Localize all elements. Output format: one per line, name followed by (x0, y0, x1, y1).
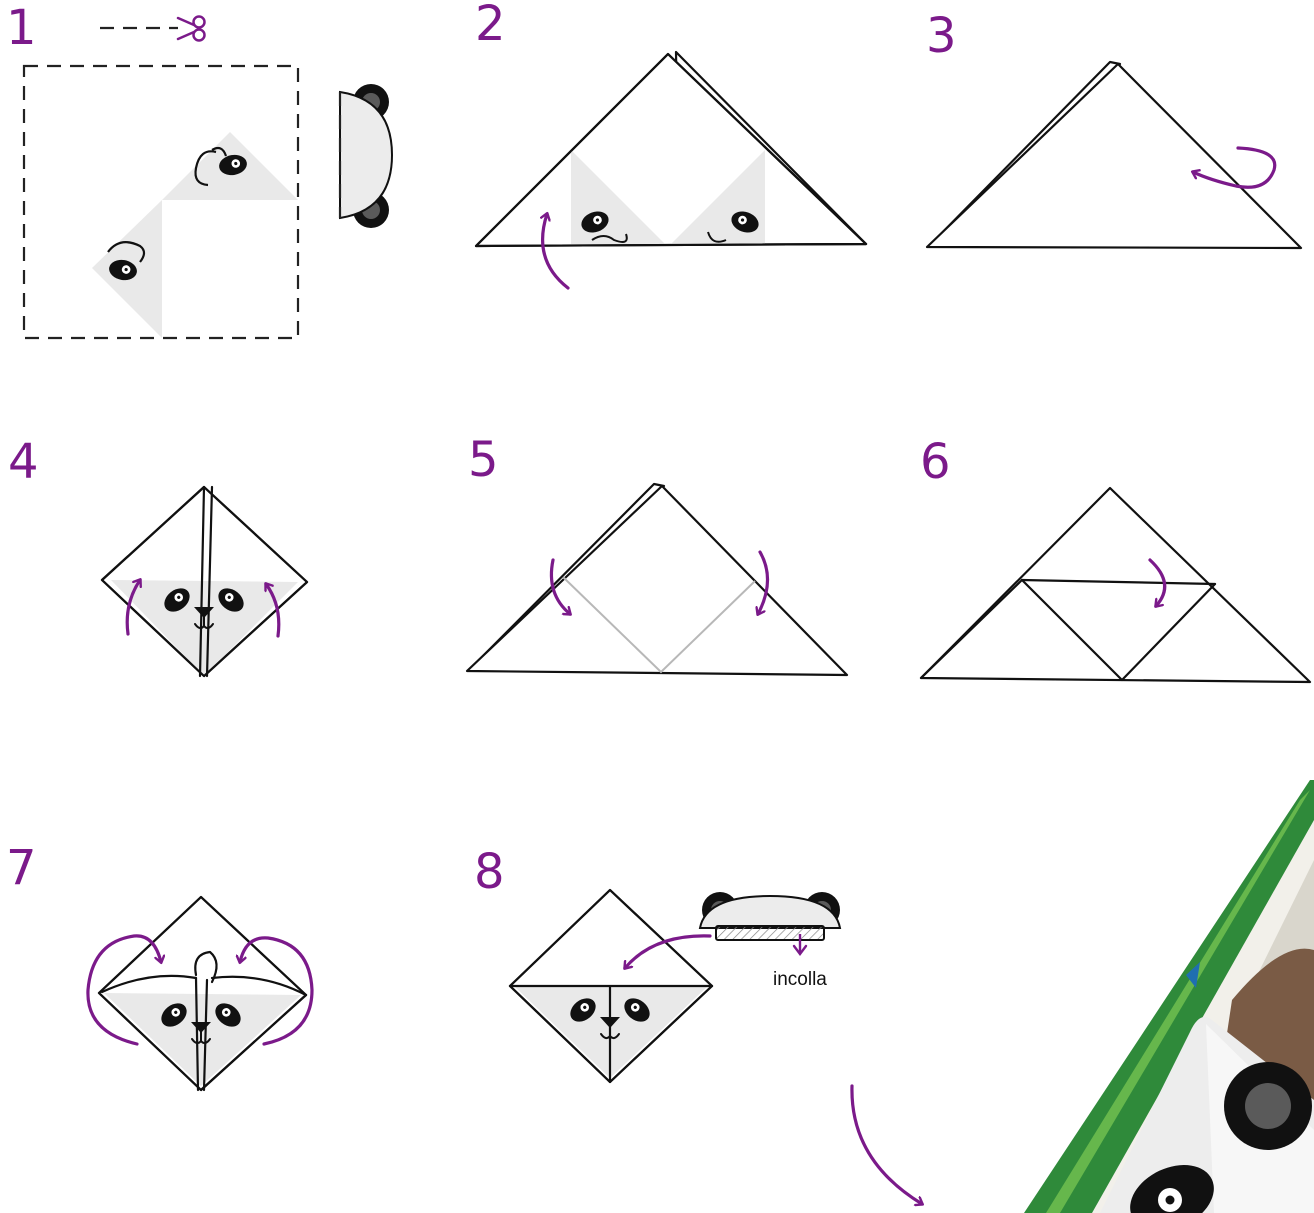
step-8-number: 8 (474, 844, 505, 900)
step-7: 7 (6, 840, 312, 1090)
step-5-number: 5 (468, 432, 499, 488)
step-3: 3 (926, 8, 1301, 248)
panda-ears-piece-icon (340, 84, 392, 228)
step-4: 4 (8, 434, 307, 676)
step-6-number: 6 (920, 434, 951, 490)
step-1-number: 1 (6, 0, 37, 56)
step-5: 5 (467, 432, 847, 675)
panda-patch-top (162, 132, 298, 200)
step-6: 6 (920, 434, 1310, 682)
pointer-arrow-icon (852, 1086, 922, 1204)
glue-label: incolla (773, 969, 827, 990)
panda-patch-left (92, 200, 162, 338)
step-1: 1 (6, 0, 392, 338)
step-2: 2 (475, 0, 866, 288)
panda-ears-piece-icon (700, 892, 840, 940)
step-3-number: 3 (926, 8, 957, 64)
step-8: 8 incolla (474, 844, 922, 1204)
step-2-number: 2 (475, 0, 506, 52)
step-4-number: 4 (8, 434, 39, 490)
step-7-number: 7 (6, 840, 37, 896)
finished-bookmark-photo (1024, 780, 1314, 1213)
scissors-icon (178, 17, 205, 41)
cut-indicator (100, 17, 205, 41)
